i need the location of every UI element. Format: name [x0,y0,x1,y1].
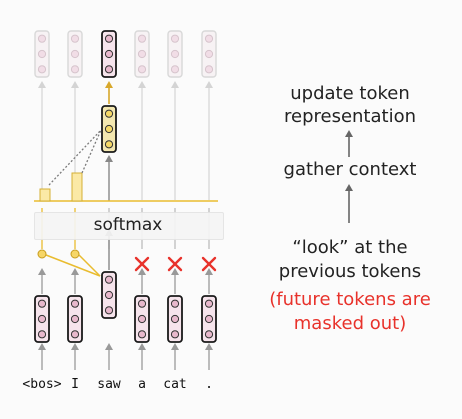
mask-cross-icon [201,256,217,272]
step-masked-line-1: (future tokens are [269,289,431,310]
arrow-up-icon [38,268,46,294]
step-masked-line-2: masked out) [293,313,407,334]
token-label: I [71,377,79,392]
weighted-sum-dotted-line [81,129,102,174]
updated-vector [101,105,117,153]
step-gather: gather context [283,159,417,180]
arrow-up-icon [105,343,113,370]
arrow-up-icon [171,343,179,370]
arrow-up-icon [138,268,146,294]
arrow-up-icon [138,343,146,370]
output-vector-faded [201,30,217,78]
arrow-up-icon [171,81,179,200]
output-vector-faded [34,30,50,78]
token-label: a [138,377,146,392]
arrow-up-icon [105,81,113,104]
attention-dot-icon [70,249,80,259]
arrow-up-icon [205,343,213,370]
token-label: cat [163,377,187,392]
attention-line [45,254,101,277]
output-vector-current [101,30,117,78]
softmax-box [34,212,224,240]
attention-line [78,254,101,277]
token-label: saw [97,377,121,392]
arrow-up-icon [71,343,79,370]
input-vector [201,295,217,343]
step-update-line-1: update token [290,83,410,104]
arrow-up-icon [205,268,213,294]
output-vector-faded [67,30,83,78]
attention-weight-bar [39,188,51,202]
arrow-up-icon [38,81,46,200]
arrow-up-icon [38,343,46,370]
mask-cross-icon [167,256,183,272]
output-vector-faded [167,30,183,78]
arrow-up-icon [138,81,146,200]
arrow-up-icon [105,155,113,201]
input-vector [34,295,50,343]
attention-weight-bar [71,172,83,202]
input-vector [67,295,83,343]
arrow-up-icon [345,184,353,223]
input-vector [167,295,183,343]
input-vector [101,271,117,319]
attention-dot-icon [37,249,47,259]
step-update-line-2: representation [283,106,416,127]
output-vector-faded [134,30,150,78]
step-look-line-1: “look” at the [292,237,408,258]
mask-cross-icon [134,256,150,272]
input-vector [134,295,150,343]
step-look-line-2: previous tokens [278,261,422,282]
softmax-label: softmax [93,215,163,235]
weighted-sum-dotted-line [48,129,102,186]
arrow-up-icon [71,268,79,294]
arrow-up-icon [171,268,179,294]
token-label: <bos> [22,377,62,392]
arrow-up-icon [205,81,213,200]
arrow-up-icon [345,130,353,157]
token-label: . [205,377,213,392]
